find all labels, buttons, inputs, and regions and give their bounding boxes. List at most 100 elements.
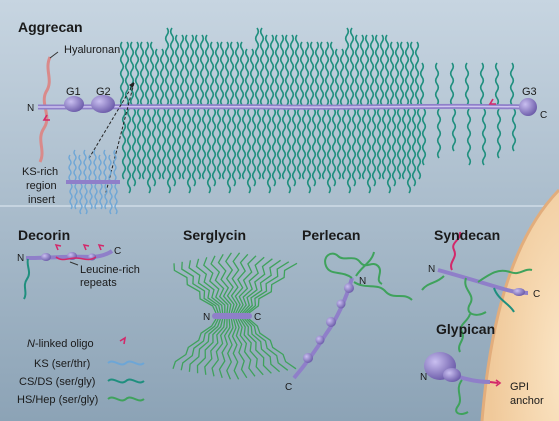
hs-chain (211, 318, 228, 377)
cs-chain (254, 27, 260, 106)
hs-chain (241, 258, 273, 314)
leucine-rich-label-2: repeats (80, 277, 117, 289)
g3-domain (519, 98, 537, 116)
cs-chain (291, 108, 297, 187)
cs-chain (181, 108, 187, 180)
hs-chain (246, 261, 290, 314)
cs-chain (306, 108, 312, 194)
cs-chain (496, 108, 502, 159)
ks-chain (68, 154, 72, 181)
ks-chain (79, 183, 83, 215)
cs-chain (169, 27, 175, 106)
cs-chain (386, 108, 392, 194)
cs-chain (149, 41, 155, 106)
aggrecan-n-terminus: N (27, 103, 34, 114)
legend-cs-ds-swatch (107, 378, 145, 384)
cs-chain (399, 41, 405, 106)
cs-chain (234, 41, 240, 106)
cs-chain (299, 41, 305, 106)
cs-chain (334, 48, 340, 106)
legend-n-linked-symbol (119, 336, 127, 345)
hs-chain (173, 263, 217, 314)
decorin-c-terminus: C (114, 246, 121, 257)
legend-n-linked-label: N-linked oligo (27, 338, 94, 350)
cs-chain (166, 108, 172, 194)
gpi-anchor-stub (489, 381, 499, 384)
cs-chain (311, 108, 317, 187)
g3-label: G3 (522, 86, 537, 98)
aggrecan-title: Aggrecan (18, 19, 83, 35)
hs-chain (204, 318, 226, 375)
cs-chain (221, 108, 227, 180)
hs-chain (231, 318, 240, 380)
ks-chain (88, 154, 92, 181)
cs-chain (351, 108, 357, 187)
cs-chain (419, 62, 425, 106)
cs-chain (304, 41, 310, 106)
cs-chain (156, 108, 162, 180)
ks-chain (84, 183, 88, 215)
hs-chain (196, 318, 224, 374)
cs-chain (136, 108, 142, 180)
cs-chain (179, 34, 185, 106)
cs-chain (131, 108, 137, 187)
cs-chain (451, 108, 457, 152)
n-linked-oligo-mark (82, 243, 90, 251)
cs-chain (284, 34, 290, 106)
hs-chain (172, 318, 217, 370)
ks-chain (104, 183, 108, 210)
cs-chain (261, 108, 267, 180)
cs-chain (171, 108, 177, 187)
legend-cs-ds-label: CS/DS (ser/gly) (19, 376, 95, 388)
cs-chain (129, 41, 135, 106)
cs-chain (189, 34, 195, 106)
cs-chain (436, 108, 442, 159)
n-linked-oligo-mark (42, 114, 50, 121)
hyaluronan-strand (38, 56, 52, 163)
cs-chain (401, 108, 407, 180)
ks-chain (108, 154, 112, 181)
hs-chain (180, 318, 219, 371)
cs-chain (389, 41, 395, 106)
ks-insert-chains (68, 149, 118, 215)
cs-chain (124, 41, 130, 106)
cs-chain (141, 108, 147, 180)
legend-ks-label: KS (ser/thr) (34, 358, 90, 370)
cs-chain (216, 108, 222, 180)
decorin-cs-chain (23, 258, 30, 300)
cs-chain (266, 108, 272, 194)
cs-chain (249, 48, 255, 106)
cs-chain (356, 108, 362, 180)
legend-hs-hep-swatch (107, 396, 145, 402)
decorin-domain (41, 253, 51, 261)
legend-n-linked-prefix: N (27, 338, 35, 350)
cs-chain (121, 108, 127, 180)
perlecan-hs-chain (353, 281, 413, 301)
cs-chain (314, 41, 320, 106)
syndecan-cs-chain (493, 287, 515, 313)
cs-chain (359, 34, 365, 106)
cs-chain (364, 34, 370, 106)
cs-chain (209, 41, 215, 106)
cs-chain (281, 108, 287, 180)
cs-chain (331, 108, 337, 187)
cs-chain (256, 108, 262, 180)
gpi-anchor-label-1: GPI (510, 381, 529, 393)
aggrecan-c-terminus: C (540, 110, 547, 121)
perlecan-domain (326, 317, 336, 327)
cs-chain (354, 34, 360, 106)
decorin-oligo-strand (55, 256, 97, 261)
syndecan-ks-chain (450, 231, 462, 271)
syndecan-hs-chain (464, 277, 487, 316)
cs-chain (119, 41, 125, 106)
cs-chain (204, 34, 210, 106)
cs-chain (479, 62, 485, 106)
hs-chain (226, 318, 234, 380)
cs-chain (126, 108, 132, 194)
glypican-n-terminus: N (420, 372, 427, 383)
perlecan-hs-chain (355, 251, 375, 277)
cs-chain (231, 108, 237, 187)
hyaluronan-label: Hyaluronan (64, 44, 120, 56)
